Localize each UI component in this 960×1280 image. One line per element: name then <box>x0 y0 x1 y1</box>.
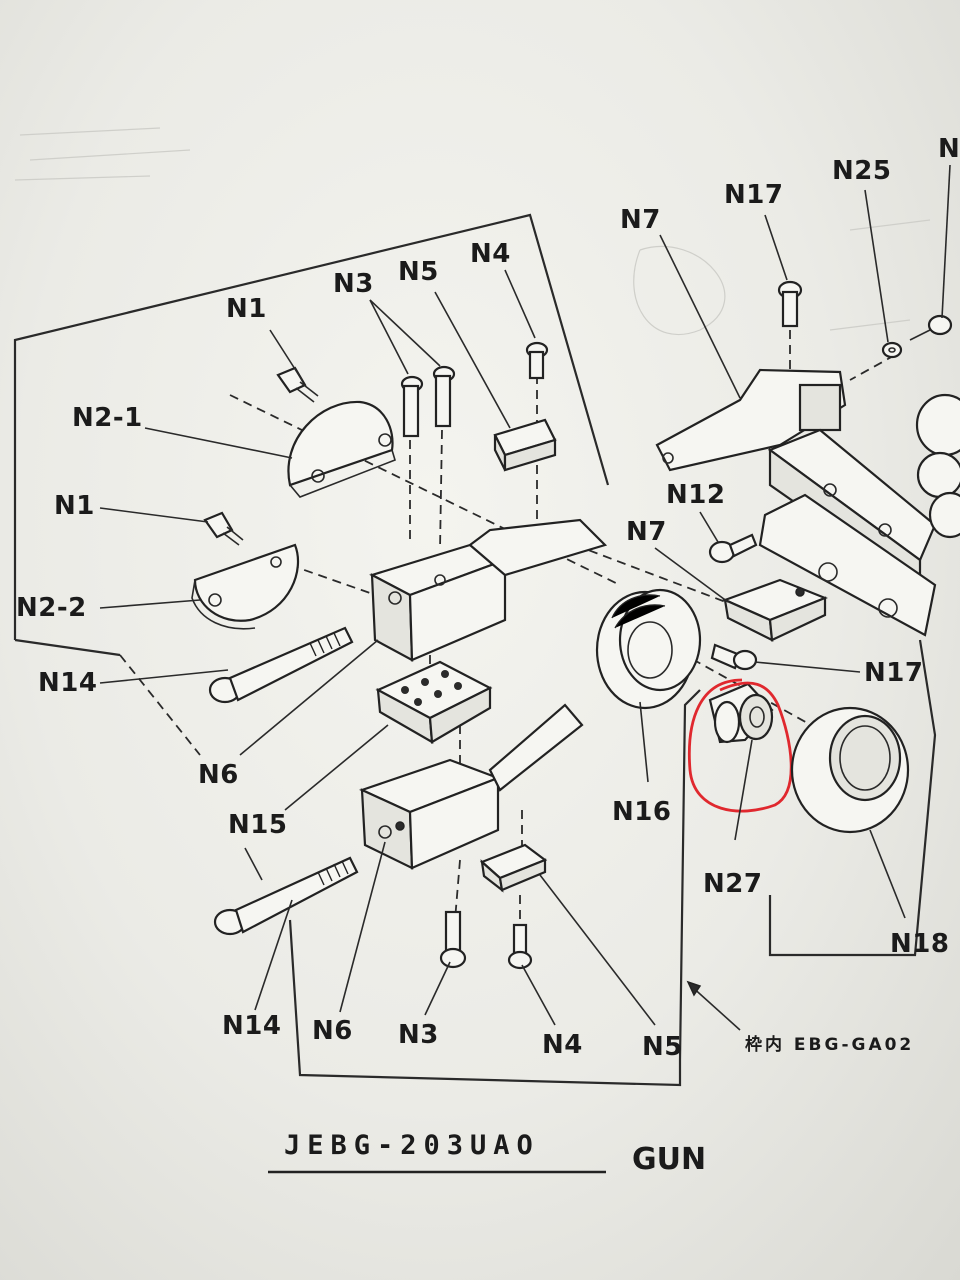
label-n-edge: N <box>938 134 960 164</box>
screw-n1-mid <box>203 511 244 546</box>
bolt-n14-upper <box>208 626 354 704</box>
block-n5-top <box>493 418 557 472</box>
label-n6-upper: N6 <box>198 760 239 790</box>
bar-right-lower <box>758 493 937 637</box>
screw-n4-top <box>525 341 549 380</box>
cylinders-right <box>915 393 960 539</box>
frame-note: 枠内 EBG-GA02 <box>745 1035 915 1055</box>
label-n17-upper: N17 <box>724 180 784 210</box>
part-n2-2 <box>191 543 300 630</box>
screw-n4-bottom <box>507 923 533 970</box>
label-n2-2: N2-2 <box>16 593 87 623</box>
leader-lines <box>99 164 951 1026</box>
highlight-circle <box>687 678 793 813</box>
washer-n25 <box>881 341 903 359</box>
diagram-title-suffix: GUN <box>632 1142 707 1177</box>
label-n2-1: N2-1 <box>72 403 143 433</box>
label-n27: N27 <box>703 869 763 899</box>
lower-frame-outline <box>288 639 937 1087</box>
label-n18: N18 <box>890 929 950 959</box>
upper-frame-outline <box>13 213 610 756</box>
bolt-n14-lower <box>213 856 359 936</box>
label-n16: N16 <box>612 797 672 827</box>
label-n1-mid: N1 <box>54 491 95 521</box>
bolt-n3-bottom <box>439 910 467 969</box>
screw-n17-lower <box>710 643 758 671</box>
screw-n17-upper <box>777 280 803 328</box>
diagram-title: JEBG-203UAO <box>284 1130 540 1161</box>
label-n6-lower: N6 <box>312 1016 353 1046</box>
label-n7-upper: N7 <box>620 205 661 235</box>
label-n12: N12 <box>666 480 726 510</box>
screw-n12 <box>708 533 758 564</box>
arm-n7-upper <box>655 368 847 472</box>
ring-n18 <box>790 706 910 834</box>
label-n3-bottom: N3 <box>398 1020 439 1050</box>
bracket-n7-lower <box>722 578 828 642</box>
label-n25: N25 <box>832 156 892 186</box>
block-n6-lower <box>359 703 584 870</box>
label-n14-upper: N14 <box>38 668 98 698</box>
pulley-n16 <box>595 588 702 710</box>
screw-n1-top <box>276 366 319 403</box>
screw-edge <box>909 314 953 341</box>
label-n5-top: N5 <box>398 257 439 287</box>
bushing-n27 <box>708 682 774 744</box>
label-n17-lower: N17 <box>864 658 924 688</box>
block-n6-upper <box>369 518 608 662</box>
label-n1-top: N1 <box>226 294 267 324</box>
label-n7-lower: N7 <box>626 517 667 547</box>
label-n4-bottom: N4 <box>542 1030 583 1060</box>
plate-n15 <box>375 660 493 745</box>
block-n5-bottom <box>479 843 548 893</box>
label-n14-lower: N14 <box>222 1011 282 1041</box>
bolts-n3-top <box>400 365 456 438</box>
label-n5-bottom: N5 <box>642 1032 683 1062</box>
label-n4-top: N4 <box>470 239 511 269</box>
part-n2-1 <box>287 400 396 498</box>
label-n15: N15 <box>228 810 288 840</box>
label-n3-top: N3 <box>333 269 374 299</box>
